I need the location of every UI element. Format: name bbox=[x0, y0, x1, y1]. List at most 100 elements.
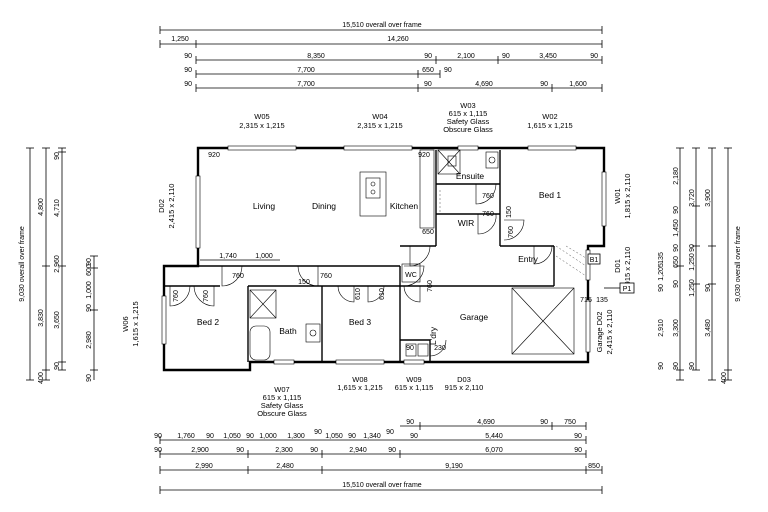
dim-label: 90 bbox=[54, 152, 61, 160]
dim-label: 90 bbox=[314, 429, 322, 436]
window-w06-id: W06 bbox=[121, 316, 130, 331]
dim-label: 920 bbox=[208, 152, 220, 159]
dim-label: 1,450 bbox=[673, 219, 680, 237]
dim-label: 90 bbox=[658, 284, 665, 292]
window-labels-top: W05 2,315 x 1,215 W04 2,315 x 1,215 W03 … bbox=[239, 101, 572, 134]
window-w04 bbox=[343, 145, 413, 151]
room-entry: Entry bbox=[518, 254, 539, 264]
dim-label: 760 bbox=[482, 211, 494, 218]
door-swing bbox=[533, 245, 553, 265]
room-bath: Bath bbox=[279, 326, 297, 336]
markers: B1 P1 bbox=[587, 253, 635, 294]
dim-label: 1,050 bbox=[325, 433, 343, 440]
window-labels-bottom: W07 615 x 1,115 Safety Glass Obscure Gla… bbox=[257, 375, 483, 418]
dim-label: 90 bbox=[184, 53, 192, 60]
dim-label: 2,900 bbox=[191, 447, 209, 454]
dim-label: 3,650 bbox=[54, 311, 61, 329]
bottom-dimensions: 90 4,690 90 750 90 1,760 90 1,050 90 1,0… bbox=[154, 419, 603, 494]
dim-label: 1,000 bbox=[86, 281, 93, 299]
dim-label: 2,180 bbox=[673, 167, 680, 185]
dim-label: 650 bbox=[673, 256, 680, 268]
door-d02 bbox=[195, 175, 201, 249]
bathtub bbox=[249, 325, 271, 361]
dim-label: 90 bbox=[388, 447, 396, 454]
dim-label: 230 bbox=[434, 345, 446, 352]
dim-label: 3,830 bbox=[38, 309, 45, 327]
dim-label: 90 bbox=[658, 362, 665, 370]
dim-label: 1,250 bbox=[689, 253, 696, 271]
dim-label: 90 bbox=[54, 362, 61, 370]
dim-label: 4,800 bbox=[38, 198, 45, 216]
window-w07-note2: Obscure Glass bbox=[257, 409, 307, 418]
dim-label: 2,100 bbox=[457, 53, 475, 60]
door-garage-d02-size: 2,415 x 2,110 bbox=[605, 310, 614, 355]
window-w06-size: 1,615 x 1,215 bbox=[131, 301, 140, 346]
window-w01-id: W01 bbox=[613, 188, 622, 203]
window-w05-size: 2,315 x 1,215 bbox=[239, 121, 284, 130]
dim-label: 14,260 bbox=[387, 36, 409, 43]
dim-label: 150 bbox=[506, 206, 513, 218]
window-w05-id: W05 bbox=[254, 112, 269, 121]
room-wir: WIR bbox=[458, 218, 475, 228]
dim-label: 1,000 bbox=[255, 253, 273, 260]
room-ensuite: Ensuite bbox=[456, 171, 485, 181]
laundry-tub bbox=[405, 343, 417, 357]
window-w02-id: W02 bbox=[542, 112, 557, 121]
dim-label: 90 bbox=[410, 433, 418, 440]
dim-label: 600 bbox=[86, 264, 93, 276]
dim-label: 9,190 bbox=[445, 463, 463, 470]
door-swing bbox=[409, 245, 431, 267]
wc-box bbox=[401, 263, 421, 283]
shower bbox=[437, 149, 461, 175]
dim-label: 1,250 bbox=[171, 36, 189, 43]
hob bbox=[365, 177, 381, 199]
window-w01 bbox=[601, 171, 607, 227]
dim-label: 750 bbox=[564, 419, 576, 426]
dim-label: 90 bbox=[444, 67, 452, 74]
dim-label: 1,050 bbox=[223, 433, 241, 440]
internal-dimensions: 920 920 650 760 760 150 760 1,740 1,000 … bbox=[173, 152, 608, 352]
door-swing bbox=[297, 265, 319, 287]
door-d01-size: 915 x 2,110 bbox=[623, 247, 632, 286]
dim-label: 135 bbox=[596, 297, 608, 304]
dim-label: 90 bbox=[540, 419, 548, 426]
window-w05 bbox=[227, 145, 297, 151]
door-swing bbox=[403, 285, 421, 303]
dim-label: 1,340 bbox=[363, 433, 381, 440]
room-garage: Garage bbox=[460, 312, 489, 322]
dim-label: 760 bbox=[482, 193, 494, 200]
toilet bbox=[447, 155, 457, 167]
dim-label: 90 bbox=[206, 433, 214, 440]
door-swing bbox=[429, 339, 447, 357]
door-swing bbox=[337, 285, 355, 303]
dim-label: 90 bbox=[590, 53, 598, 60]
dim-label: 2,990 bbox=[195, 463, 213, 470]
dim-label: 715 bbox=[580, 297, 592, 304]
door-garage-d02-id: Garage D02 bbox=[595, 312, 604, 353]
door-swing bbox=[221, 265, 243, 287]
vanity bbox=[485, 151, 499, 169]
dim-label: 135 bbox=[658, 252, 665, 264]
dim-label: 4,690 bbox=[477, 419, 495, 426]
room-wc: WC bbox=[405, 272, 417, 279]
dim-label: 90 bbox=[540, 81, 548, 88]
dim-label: 90 bbox=[386, 429, 394, 436]
dim-label: 90 bbox=[502, 53, 510, 60]
door-d01-id: D01 bbox=[613, 259, 622, 273]
door-swing bbox=[169, 285, 191, 307]
window-w01-size: 1,815 x 2,110 bbox=[623, 174, 632, 219]
dim-label: 90 bbox=[86, 304, 93, 312]
left-overall-dim: 9,030 overall over frame bbox=[19, 226, 26, 302]
dim-label: 90 bbox=[246, 433, 254, 440]
window-w07-size: 615 x 1,115 bbox=[263, 393, 302, 402]
top-dimensions: 15,510 overall over frame 1,250 14,260 9… bbox=[159, 22, 603, 92]
door-d03-size: 915 x 2,110 bbox=[445, 383, 484, 392]
dim-label: 7,700 bbox=[297, 67, 315, 74]
door-d02-id: D02 bbox=[157, 199, 166, 213]
window-w09-size: 615 x 1,115 bbox=[395, 383, 434, 392]
dim-label: 4,710 bbox=[54, 199, 61, 217]
dim-label: 1,300 bbox=[287, 433, 305, 440]
window-w03 bbox=[457, 145, 479, 151]
dim-label: 90 bbox=[184, 81, 192, 88]
dim-label: 760 bbox=[320, 273, 332, 280]
